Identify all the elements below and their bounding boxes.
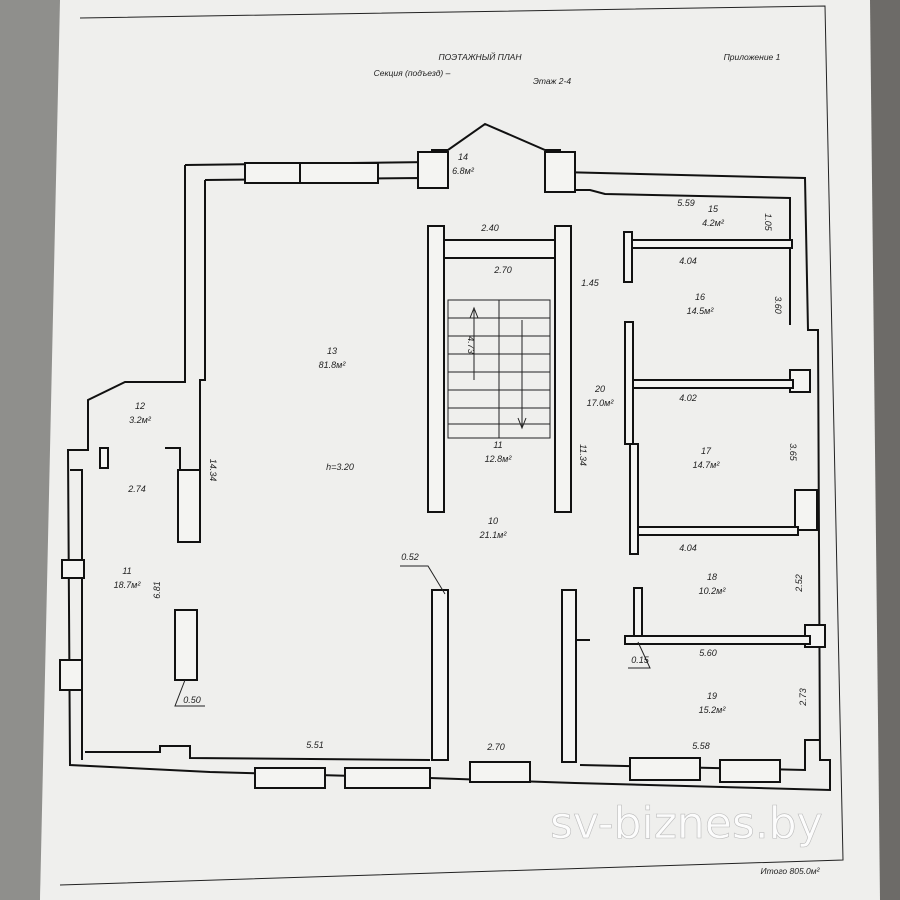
dimension: 5.59 (677, 198, 695, 208)
room-area: 4.2м² (702, 218, 725, 228)
dimension: 5.58 (692, 741, 710, 751)
room-area: 18.7м² (114, 580, 142, 590)
dimension: 4.02 (679, 393, 697, 403)
dimension: 0.52 (401, 552, 419, 562)
dimension: 2.70 (493, 265, 512, 275)
appendix-label: Приложение 1 (724, 52, 781, 62)
room-area: 3.2м² (129, 415, 152, 425)
dimension: 5.60 (699, 648, 717, 658)
dimension: 14.34 (208, 459, 218, 482)
dimension: 2.40 (480, 223, 499, 233)
dimension: 4.04 (679, 543, 697, 553)
room-area: 12.8м² (485, 454, 513, 464)
room-number: 11 (493, 440, 502, 450)
ceiling-height: h=3.20 (326, 462, 354, 472)
leader-line (628, 641, 651, 669)
arrow-down-icon (517, 320, 527, 430)
walls (59, 122, 831, 792)
room-number: 18 (707, 572, 717, 582)
room-number: 17 (701, 446, 712, 456)
room-area: 21.1м² (479, 530, 508, 540)
room-area: 10.2м² (699, 586, 727, 596)
paper (40, 0, 900, 900)
dimension: 2.70 (486, 742, 505, 752)
room-area: 81.8м² (319, 360, 347, 370)
room-number: 16 (695, 292, 705, 302)
dimension: 2.52 (794, 574, 804, 593)
leader-line (400, 565, 446, 595)
section-label: Секция (подъезд) – (374, 68, 451, 78)
room-number: 10 (488, 516, 498, 526)
room-area: 15.2м² (699, 705, 727, 715)
room-area: 14.5м² (687, 306, 715, 316)
room-number: 20 (594, 384, 605, 394)
room-area: 17.0м² (587, 398, 615, 408)
room-number: 19 (707, 691, 717, 701)
room-area: 6.8м² (452, 166, 475, 176)
floor-label: Этаж 2-4 (533, 76, 571, 86)
dimension: 0.50 (183, 695, 201, 705)
dimension: 11.34 (578, 444, 588, 466)
right-edge (870, 0, 900, 900)
room-area: 14.7м² (693, 460, 721, 470)
room-number: 12 (135, 401, 145, 411)
total-area: Итого 805.0м² (761, 866, 821, 876)
dimension: 2.74 (127, 484, 146, 494)
dimension-labels: 5.59 1.05 2.40 2.70 4.04 1.45 3.60 4.73 … (127, 198, 808, 752)
dimension: 4.04 (679, 256, 697, 266)
dimension: 1.05 (763, 213, 773, 232)
leader-line (174, 679, 205, 707)
dimension: 1.45 (581, 278, 600, 288)
room-number: 13 (327, 346, 337, 356)
dimension: 4.73 (466, 336, 476, 354)
dimension: 2.73 (798, 688, 808, 707)
plan-title: ПОЭТАЖНЫЙ ПЛАН (439, 51, 523, 62)
dimension: 5.51 (306, 740, 324, 750)
paper-frame (59, 5, 844, 886)
room-labels: 14 6.8м² 15 4.2м² 16 14.5м² 13 81.8м² 12… (114, 152, 727, 715)
dimension: 3.60 (773, 296, 783, 314)
dimension: 0.15 (631, 655, 650, 665)
dimension: 3.65 (788, 443, 798, 462)
watermark: sv-biznes.by (550, 798, 823, 849)
dimension: 6.81 (152, 581, 162, 599)
room-number: 14 (458, 152, 468, 162)
room-number: 11 (122, 566, 131, 576)
arrow-up-icon (469, 306, 479, 380)
left-page (0, 0, 70, 900)
staircase (447, 299, 551, 439)
room-number: 15 (708, 204, 719, 214)
